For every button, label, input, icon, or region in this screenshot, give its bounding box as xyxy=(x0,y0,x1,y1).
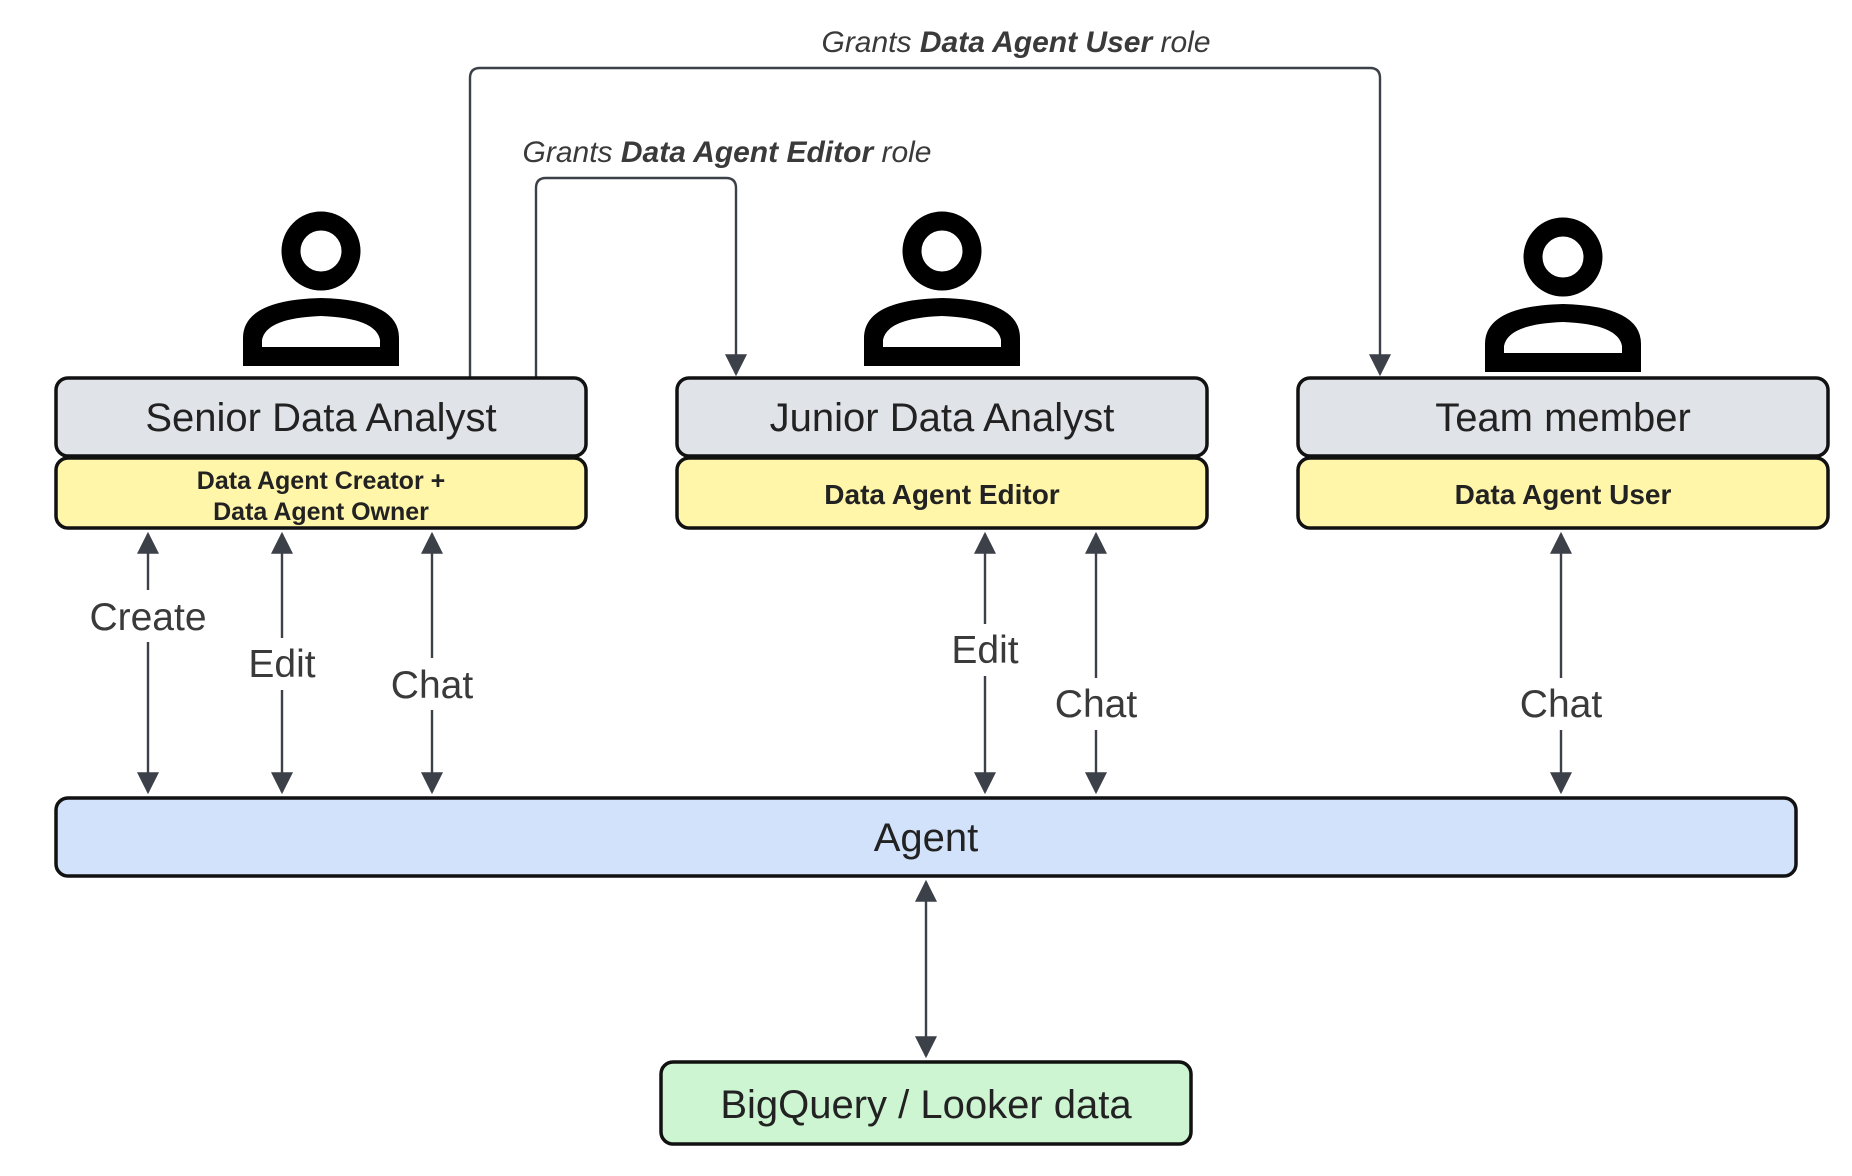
junior-role-label: Data Agent Editor xyxy=(824,479,1060,510)
senior-role-label-line1: Data Agent Creator + xyxy=(197,467,445,495)
agent-label: Agent xyxy=(874,816,979,860)
team-chat-label: Chat xyxy=(1520,683,1603,726)
grant-editor-connector xyxy=(534,176,747,378)
senior-edit-label: Edit xyxy=(248,643,315,686)
junior-chat-label: Chat xyxy=(1055,683,1138,726)
grant-user-label: Grants Data Agent User role xyxy=(821,26,1210,59)
team-person-icon xyxy=(1485,217,1641,372)
team-role-label: Data Agent User xyxy=(1455,479,1672,510)
grant-user-connector xyxy=(468,66,1391,378)
senior-person-icon xyxy=(243,211,399,366)
senior-chat-label: Chat xyxy=(391,664,474,707)
senior-actor-label: Senior Data Analyst xyxy=(145,396,496,440)
senior-role-box xyxy=(54,456,588,530)
team-actor-label: Team member xyxy=(1435,396,1691,440)
junior-role-box xyxy=(675,456,1209,530)
data-source-box xyxy=(659,1060,1193,1146)
junior-person-icon xyxy=(864,211,1020,366)
junior-actor-label: Junior Data Analyst xyxy=(770,396,1115,440)
agent-box xyxy=(54,796,1798,878)
senior-role-label-line2: Data Agent Owner xyxy=(213,498,429,526)
senior-create-label: Create xyxy=(89,596,206,639)
team-actor-box xyxy=(1296,376,1830,458)
grant-editor-label: Grants Data Agent Editor role xyxy=(523,136,932,169)
junior-edit-label: Edit xyxy=(951,629,1018,672)
team-role-box xyxy=(1296,456,1830,530)
data-source-label: BigQuery / Looker data xyxy=(720,1083,1132,1127)
senior-actor-box xyxy=(54,376,588,458)
junior-actor-box xyxy=(675,376,1209,458)
